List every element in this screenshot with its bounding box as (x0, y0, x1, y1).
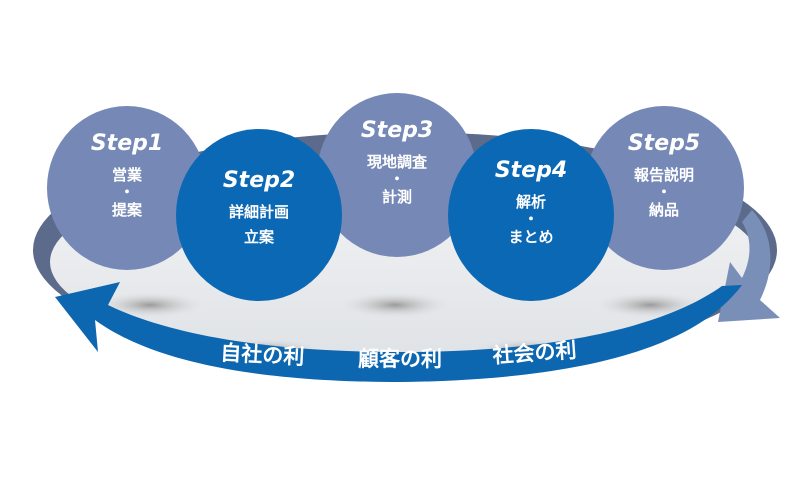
benefit-label: 自社の利 (220, 341, 305, 369)
step-text: 納品 (649, 201, 679, 219)
step-5: Step5 報告説明・納品 (584, 106, 744, 270)
step-title: Step4 (495, 158, 567, 183)
benefit-label: 社会の利 (491, 338, 577, 368)
step-circle (584, 106, 744, 270)
step-text: 計測 (382, 188, 412, 206)
step-title: Step2 (223, 168, 295, 193)
step-title: Step3 (361, 118, 433, 143)
step-circle (317, 93, 477, 257)
step-circle (47, 106, 207, 270)
benefit-label: 顧客の利 (358, 347, 442, 371)
step-text: ・ (523, 210, 538, 228)
step-4: Step4 解析・まとめ (448, 129, 614, 301)
step-1: Step1 営業・提案 (47, 106, 207, 270)
step-text: 詳細計画 (229, 203, 289, 221)
step-circle (448, 129, 614, 301)
step-title: Step1 (91, 131, 163, 156)
step-text: 現地調査 (367, 153, 428, 171)
step-title: Step5 (628, 131, 700, 156)
step-text: まとめ (508, 228, 553, 246)
step-3: Step3 現地調査・計測 (317, 93, 477, 257)
shadow (335, 291, 455, 319)
step-text: 解析 (516, 193, 546, 211)
step-text: 提案 (112, 201, 143, 219)
step-text: ・ (656, 183, 671, 201)
step-text: 営業 (112, 166, 143, 184)
step-text: ・ (389, 170, 404, 188)
step-text: 立案 (244, 228, 275, 246)
step-circle (176, 129, 342, 301)
cycle-arrow (55, 282, 742, 382)
step-text: 報告説明 (634, 166, 694, 184)
step-text: ・ (119, 183, 134, 201)
